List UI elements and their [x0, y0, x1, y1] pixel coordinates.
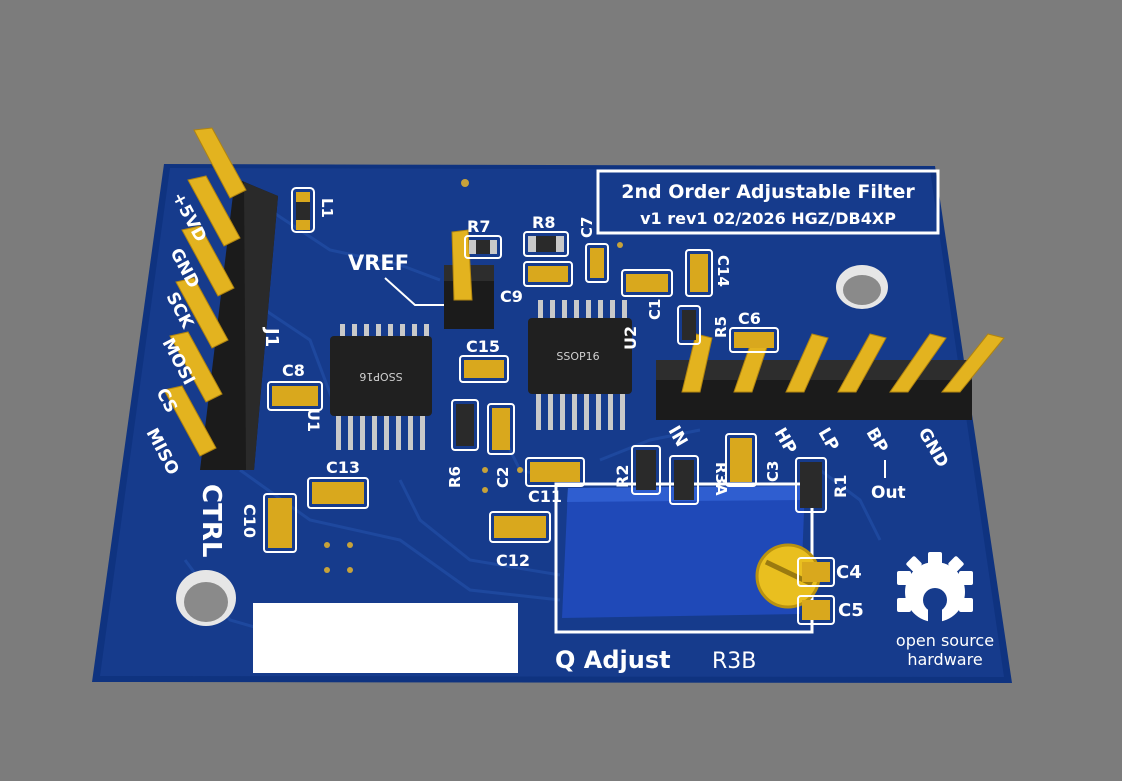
refdes-l1: L1 [318, 198, 336, 218]
resistor-r6: R6 [446, 399, 479, 488]
q-adjust-label: Q Adjust [555, 646, 671, 674]
refdes-r7: R7 [467, 217, 490, 236]
refdes-c9: C9 [500, 287, 523, 306]
refdes-c7: C7 [578, 217, 596, 238]
inductor-l1: L1 [291, 187, 336, 233]
connector-j1: +5VD GND SCK MOSI CS MISO J1 CTRL [142, 127, 282, 557]
capacitor-c5: C5 [797, 595, 864, 625]
refdes-c6: C6 [738, 309, 761, 328]
refdes-c4: C4 [836, 562, 862, 583]
oshw-text-line1: open source [896, 631, 994, 650]
board-revision: v1 rev1 02/2026 HGZ/DB4XP [640, 209, 896, 228]
refdes-c1: C1 [646, 299, 664, 320]
resistor-r2: R2 [613, 445, 661, 495]
refdes-r2: R2 [613, 465, 632, 488]
refdes-c5: C5 [838, 600, 864, 621]
capacitor-c11: C11 [525, 457, 585, 506]
chip-u2-marking: SSOP16 [556, 350, 599, 363]
refdes-r6: R6 [446, 466, 464, 488]
ctrl-label: CTRL [196, 484, 226, 557]
board-title: 2nd Order Adjustable Filter [621, 181, 915, 203]
oshw-logo: open source hardware [896, 552, 994, 669]
refdes-c10: C10 [240, 504, 259, 538]
refdes-c12: C12 [496, 551, 530, 570]
refdes-c2: C2 [494, 467, 512, 488]
capacitor-c12: C12 [489, 511, 551, 570]
refdes-u2: U2 [621, 326, 640, 350]
capacitor-c15: C15 [459, 337, 509, 383]
refdes-r8: R8 [532, 213, 555, 232]
capacitor-c10: C10 [240, 493, 297, 553]
oshw-gear-icon [897, 552, 973, 626]
refdes-r3a: R3A [712, 462, 730, 496]
refdes-u1: U1 [304, 408, 323, 432]
refdes-c8: C8 [282, 361, 305, 380]
capacitor-c8: C8 [267, 361, 323, 411]
capacitor-c4: C4 [797, 557, 862, 587]
chip-u2: SSOP16 U2 [528, 300, 640, 430]
capacitor-c13: C13 [307, 458, 369, 509]
title-box: 2nd Order Adjustable Filter v1 rev1 02/2… [596, 169, 940, 235]
refdes-c14: C14 [714, 255, 732, 287]
r3b-label: R3B [712, 649, 756, 674]
refdes-c11: C11 [528, 487, 562, 506]
resistor-r7: R7 [464, 217, 502, 259]
vref-testpoint: VREF [348, 229, 494, 329]
refdes-c13: C13 [326, 458, 360, 477]
out-label: Out [871, 483, 906, 503]
j1-label: J1 [261, 326, 282, 347]
chip-u1: SSOP16 U1 [304, 324, 432, 450]
capacitor-c2: C2 [487, 403, 515, 488]
resistor-r1: R1 [795, 457, 850, 513]
capacitor-c14: C14 [685, 249, 732, 297]
capacitor-c9: C9 [500, 261, 573, 306]
capacitor-c6: C6 [729, 309, 779, 353]
capacitor-c7: C7 [578, 217, 609, 283]
capacitor-c1: C1 [621, 269, 673, 320]
capacitor-c3: C3 [725, 433, 782, 487]
oshw-text-line2: hardware [907, 650, 982, 669]
refdes-r1: R1 [831, 475, 850, 498]
refdes-r5: R5 [712, 316, 730, 338]
chip-u1-marking: SSOP16 [359, 370, 402, 383]
blank-label-area [253, 603, 518, 673]
resistor-r5: R5 [677, 305, 730, 345]
vref-label: VREF [348, 251, 409, 275]
refdes-c15: C15 [466, 337, 500, 356]
refdes-c3: C3 [764, 461, 782, 482]
resistor-r8: R8 [523, 213, 569, 257]
